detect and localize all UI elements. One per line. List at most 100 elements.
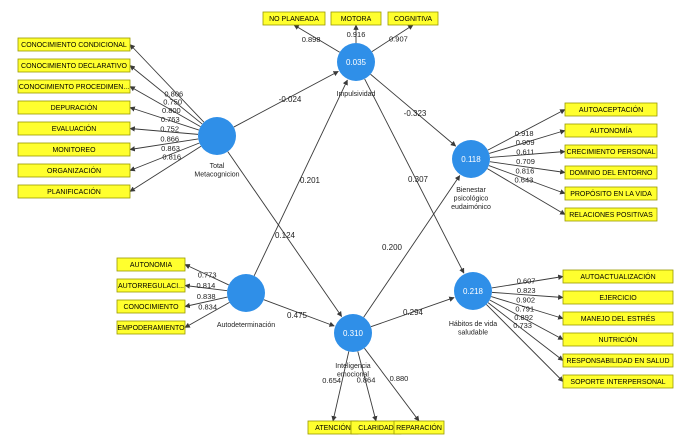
indicator-label: RELACIONES POSITIVAS [569,212,653,219]
construct-circle [198,117,236,155]
indicator-box-bg [17,37,131,52]
indicator-box: PLANIFICACIÓN [17,184,131,199]
indicator-label: CONOCIMIENTO CONDICIONAL [21,42,127,49]
indicator-box: AUTOACTUALIZACIÓN [562,269,674,284]
path-impulsiv-bienestar [370,73,457,147]
path-intel-habitos [370,296,455,328]
loading-value: 0.611 [516,148,534,157]
path-coefficient: 0.294 [403,308,424,317]
path-coefficient: 0.200 [382,243,403,252]
indicator-box: CONOCIMIENTO DECLARATIVO [17,58,131,73]
loading-value: 0.607 [517,276,536,285]
loading-line [129,126,199,135]
indicator-label: PROPÓSITO EN LA VIDA [570,189,652,198]
construct-r2: 0.035 [346,58,367,67]
indicator-box: CRECIMIENTO PERSONAL [564,144,658,159]
indicator-box-bg [17,142,131,157]
indicator-box-bg [116,299,186,314]
construct-label: Hábitos de vida [449,321,497,328]
indicator-label: NO PLANEADA [269,16,319,23]
loading-value: 0.907 [389,35,408,44]
loading-line [129,44,205,123]
loading-line [487,109,566,151]
path-autodet-impulsiv [253,79,348,277]
indicator-box: EJERCICIO [562,290,674,305]
indicator-box: RESPONSABILIDAD EN SALUD [562,353,674,368]
loading-value: 0.733 [513,321,532,330]
indicator-box-bg [564,102,658,117]
indicator-box: ORGANIZACIÓN [17,163,131,178]
indicator-box: ATENCIÓN [307,420,359,435]
indicator-label: AUTORREGULACI... [118,283,184,290]
loading-line [184,296,228,309]
construct-label: Metacognicion [194,172,239,179]
indicator-label: DEPURACIÓN [51,103,98,112]
path-intel-bienestar [363,175,461,318]
loading-line [129,86,201,127]
construct-circle [452,140,490,178]
indicator-box-bg [564,144,658,159]
loading-value: 0.834 [198,302,217,311]
indicator-box: MOTORA [330,11,382,26]
construct-r2: 0.118 [461,155,481,164]
path-impulsiv-habitos [364,78,465,274]
loading-value: 0.750 [163,97,182,106]
loading-line [184,283,228,292]
construct-circle [454,272,492,310]
loading-line [488,165,566,195]
indicator-label: EVALUACIÓN [52,124,97,133]
loading-value: 0.709 [516,157,535,166]
loading-line [364,347,420,422]
indicator-label: EJERCICIO [599,295,637,302]
path-coefficient: -0.323 [404,109,427,118]
indicator-label: NUTRICIÓN [599,335,638,344]
loading-value: 0.838 [197,292,216,301]
path-coefficient: 0.307 [408,175,429,184]
indicator-box: CONOCIMIENTO [116,299,186,314]
path-coefficient: 0.475 [287,311,308,320]
indicator-label: ATENCIÓN [315,423,351,432]
indicator-box-bg [116,257,186,272]
loading-value: 0.866 [160,134,179,143]
loading-line [293,24,340,53]
indicator-box-bg [387,11,439,26]
indicator-box-bg [562,332,674,347]
indicator-label: AUTOACEPTACIÓN [579,105,643,114]
loading-value: 0.814 [197,281,216,290]
indicator-label: SOPORTE INTERPERSONAL [570,379,665,386]
loading-line [129,106,200,131]
path-metacog-intel [227,151,343,317]
loading-line [487,168,566,215]
path-coefficient: -0.024 [279,95,302,104]
indicator-box-bg [562,269,674,284]
construct-r2: 0.218 [463,287,484,296]
indicator-box: DOMINIO DEL ENTORNO [564,165,658,180]
indicator-label: AUTOACTUALIZACIÓN [580,272,655,281]
construct-label: Autodeterminación [217,322,275,329]
indicator-label: CONOCIMIENTO PROCEDIMEN... [19,84,129,91]
indicator-label: RESPONSABILIDAD EN SALUD [566,358,669,365]
indicator-box: CONOCIMIENTO CONDICIONAL [17,37,131,52]
construct-label: emocional [337,372,369,379]
loading-line [489,161,566,175]
indicator-label: ORGANIZACIÓN [47,166,101,175]
path-autodet-intel [263,299,335,327]
indicator-box: MANEJO DEL ESTRÉS [562,311,674,326]
construct-label: saludable [458,330,488,337]
loading-value: 0.800 [162,106,181,115]
indicator-box-bg [564,165,658,180]
construct-circle [227,274,265,312]
loading-line [184,301,230,328]
construct-label: eudaimónico [451,204,491,211]
indicator-box: AUTOACEPTACIÓN [564,102,658,117]
loading-value: 0.823 [517,286,536,295]
indicator-box-bg [393,420,445,435]
indicator-box-bg [562,374,674,389]
construct-label: Inteligencia [335,363,371,370]
loading-value: 0.909 [516,138,535,147]
indicator-box: AUTONOMÍA [564,123,658,138]
loading-line [489,299,564,340]
